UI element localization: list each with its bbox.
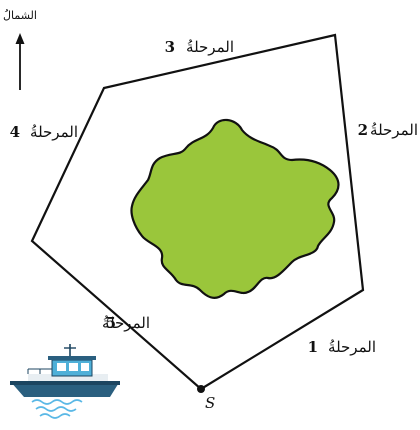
north-label: الشمالُ — [3, 8, 37, 22]
stage-label-5: 5 المرحلةُ — [102, 314, 150, 332]
stage-word: المرحلةُ — [328, 338, 376, 356]
stage-label-4: 4 المرحلةُ — [10, 123, 78, 141]
stage-word: المرحلةُ — [186, 38, 234, 56]
boat-icon — [10, 344, 120, 418]
stage-label-1: 1 المرحلةُ — [308, 338, 376, 356]
stage-number: 3 — [165, 38, 175, 56]
start-point — [197, 385, 205, 393]
stage-number: 2 — [358, 121, 368, 139]
stage-word: المرحلةُ — [30, 123, 78, 141]
stage-label-3: 3 المرحلةُ — [165, 38, 234, 56]
stage-label-2: 2 المرحلةُ — [358, 121, 418, 139]
stage-number: 1 — [308, 338, 318, 356]
north-arrow-icon — [16, 33, 25, 90]
island-shape — [131, 120, 338, 298]
stage-number: 4 — [10, 123, 20, 141]
stage-word: المرحلةُ — [102, 314, 150, 332]
start-label: S — [205, 394, 215, 412]
stage-word: المرحلةُ — [370, 121, 418, 139]
